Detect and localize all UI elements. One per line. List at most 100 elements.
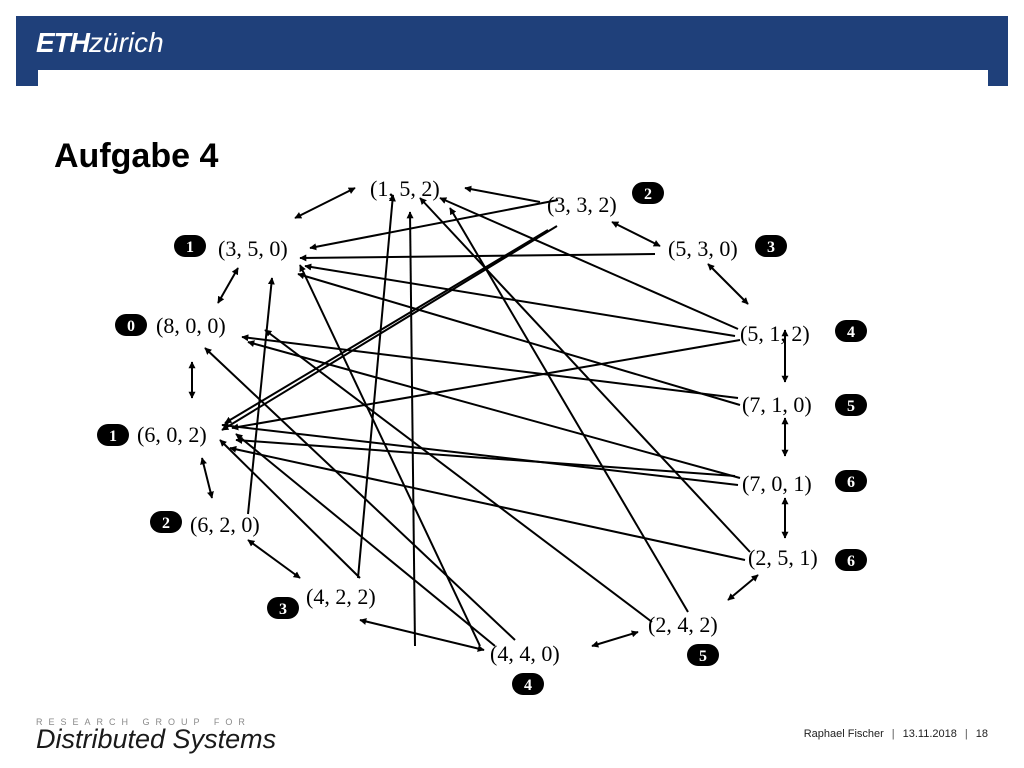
node-badge (835, 320, 867, 342)
graph-edge (247, 277, 275, 515)
footer-separator: | (891, 728, 895, 740)
slide-title: Aufgabe 4 (54, 137, 219, 175)
graph-nodes: (1, 5, 2)(3, 3, 2)2(3, 5, 0)1(5, 3, 0)3(… (97, 176, 867, 695)
node-label: (4, 2, 2) (306, 584, 376, 609)
node-label: (7, 1, 0) (742, 392, 812, 417)
node-label: (2, 4, 2) (648, 612, 718, 637)
graph-edge (449, 207, 689, 613)
node-badge (97, 424, 129, 446)
node-label: (3, 5, 0) (218, 236, 288, 261)
node-badge (115, 314, 147, 336)
node-badge-number: 2 (644, 186, 652, 203)
graph-edge (406, 211, 416, 647)
graph-edge (727, 574, 759, 601)
graph-edge (707, 263, 749, 305)
graph-node: (7, 1, 0) 5 (742, 392, 867, 417)
footer-meta: Raphael Fischer | 13.11.2018 | 18 (804, 728, 988, 740)
node-badge-number: 4 (524, 677, 532, 694)
footer-author: Raphael Fischer (803, 728, 884, 740)
graph-node: (2, 5, 1) 6 (748, 545, 867, 571)
graph-edge (611, 221, 661, 247)
graph-edge (231, 339, 741, 431)
graph-edge (264, 329, 653, 623)
node-badge (687, 644, 719, 666)
graph-edge (357, 194, 396, 579)
node-badge (150, 511, 182, 533)
logo-zurich: zürich (89, 27, 164, 58)
node-badge-number: 6 (847, 474, 855, 491)
graph-node: (3, 3, 2) 2 (547, 182, 664, 217)
node-badge (632, 182, 664, 204)
header-bar-tab-right (988, 70, 1008, 86)
graph-edge (299, 264, 481, 647)
node-badge-number: 5 (847, 398, 855, 415)
graph-edge (200, 457, 214, 499)
graph-node: (5, 1, 2) 4 (740, 320, 867, 346)
graph-edge (247, 539, 301, 579)
node-badge (835, 549, 867, 571)
node-label: (5, 1, 2) (740, 321, 810, 346)
node-badge-number: 0 (127, 318, 135, 335)
graph-edge (221, 225, 558, 431)
graph-edge (309, 199, 559, 251)
node-badge-number: 3 (767, 239, 775, 256)
graph-node: (4, 2, 2) 3 (267, 584, 376, 619)
node-badge-number: 1 (109, 428, 117, 445)
graph-node: (4, 4, 0) 4 (490, 641, 560, 695)
header-bar-tab-left (16, 70, 38, 86)
footer-group-name: Distributed Systems (36, 724, 277, 754)
graph-edge (419, 197, 751, 553)
node-badge (835, 394, 867, 416)
graph-node: (8, 0, 0) 0 (115, 313, 226, 338)
graph-node: (6, 2, 0) 2 (150, 511, 260, 537)
graph-edge (241, 334, 739, 399)
graph-edge (439, 197, 739, 330)
node-badge (755, 235, 787, 257)
node-badge-number: 4 (847, 324, 855, 341)
graph-node: (6, 0, 2) 1 (97, 422, 207, 447)
node-badge-number: 1 (186, 239, 194, 256)
graph-edge (359, 618, 485, 652)
node-label: (5, 3, 0) (668, 236, 738, 261)
graph-edge (235, 433, 496, 647)
graph-edge (224, 229, 549, 424)
node-label: (1, 5, 2) (370, 176, 440, 201)
graph-edge (297, 272, 741, 406)
node-label: (6, 0, 2) (137, 422, 207, 447)
node-label: (3, 3, 2) (547, 192, 617, 217)
node-badge-number: 3 (279, 601, 287, 618)
node-label: (8, 0, 0) (156, 313, 226, 338)
node-label: (7, 0, 1) (742, 471, 812, 496)
graph-node: (3, 5, 0) 1 (174, 235, 288, 261)
footer-separator: | (964, 728, 968, 740)
graph-node: (1, 5, 2) (370, 176, 440, 201)
graph-edge (294, 187, 356, 219)
graph-node: (5, 3, 0) 3 (668, 235, 787, 261)
node-label: (4, 4, 0) (490, 641, 560, 666)
node-badge (835, 470, 867, 492)
node-badge-number: 2 (162, 515, 170, 532)
graph-edge (235, 436, 736, 477)
graph-edge (464, 185, 541, 203)
graph-edge (204, 347, 516, 641)
node-badge (267, 597, 299, 619)
graph-edge (229, 445, 746, 561)
node-badge-number: 5 (699, 648, 707, 665)
footer-research-label: RESEARCH GROUP FOR (36, 717, 251, 727)
footer-page-number: 18 (975, 728, 988, 740)
graph-edge (304, 263, 736, 337)
eth-logo: ETHzürich (36, 26, 164, 60)
graph-node: (2, 4, 2) 5 (648, 612, 719, 666)
node-badge (174, 235, 206, 257)
node-label: (6, 2, 0) (190, 512, 260, 537)
graph-node: (7, 0, 1) 6 (742, 470, 867, 496)
graph-edge (219, 439, 361, 579)
footer-date: 13.11.2018 (902, 728, 957, 740)
node-badge-number: 6 (847, 553, 855, 570)
graph-edges (188, 185, 789, 652)
graph-edge (221, 422, 739, 486)
node-label: (2, 5, 1) (748, 545, 818, 570)
header-bar (16, 16, 1008, 70)
graph-edge (591, 630, 639, 648)
